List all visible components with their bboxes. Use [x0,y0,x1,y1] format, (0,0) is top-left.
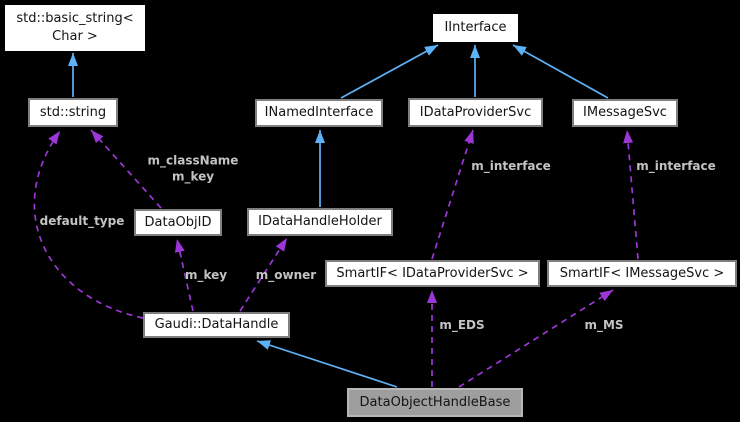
edge-label-gaudi-datahandle-to-idatahandleholder: m_owner [255,268,317,283]
edge-usage-gaudi-datahandle-to-idatahandleholder [239,237,288,312]
arrowhead-usage [174,239,185,253]
edge-usage-gaudi-datahandle-to-dataobjid [176,238,194,312]
edge-label-gaudi-datahandle-to-dataobjid: m_key [184,268,228,283]
arrowhead-inheritance [424,45,438,56]
edge-usage-smartif-imessagesvc-to-imessagesvc [626,129,639,260]
node-imessagesvc[interactable]: IMessageSvc [572,99,678,127]
edge-usage-dataobjecthandlebase-to-smartif-imessagesvc [458,289,614,388]
arrowhead-inheritance [470,45,480,58]
edge-label-dataobjecthandlebase-to-smartif-imessagesvc: m_MS [584,318,624,333]
arrowhead-usage [427,290,437,303]
edge-usage-smartif-idataprovidersvc-to-idataprovidersvc [431,129,474,260]
edge-inheritance-dataobjecthandlebase-to-gaudi-datahandle [256,340,398,388]
node-idataprovidersvc[interactable]: IDataProviderSvc [408,98,543,127]
arrowhead-usage [599,290,613,302]
arrowhead-usage [91,130,104,144]
node-smartif-imessagesvc[interactable]: SmartIF< IMessageSvc > [547,260,737,287]
node-gaudi-datahandle[interactable]: Gaudi::DataHandle [143,312,290,338]
node-inamedinterface[interactable]: INamedInterface [255,99,383,127]
arrowhead-inheritance [315,130,325,143]
edge-label-smartif-idataprovidersvc-to-idataprovidersvc: m_interface [471,159,551,174]
node-dataobjecthandlebase[interactable]: DataObjectHandleBase [347,388,523,417]
edge-label-dataobjid-to-std-string: m_className m_key [147,153,239,183]
edge-label-dataobjecthandlebase-to-smartif-idataprovidersvc: m_EDS [439,318,485,333]
node-std-string[interactable]: std::string [28,98,118,127]
node-idatahandleholder[interactable]: IDataHandleHolder [247,208,393,236]
edge-label-smartif-imessagesvc-to-imessagesvc: m_interface [636,159,716,174]
node-dataobjid[interactable]: DataObjID [134,209,222,236]
node-std-basic-string[interactable]: std::basic_string< Char > [5,5,145,51]
arrowhead-usage [464,130,474,144]
arrowhead-usage [48,131,60,145]
arrowhead-inheritance [513,45,527,56]
arrowhead-usage [275,238,287,252]
arrowhead-usage [623,130,634,144]
edge-label-gaudi-datahandle-to-std-string: default_type [39,214,125,229]
node-smartif-idataprovidersvc[interactable]: SmartIF< IDataProviderSvc > [325,260,540,287]
edge-usage-gaudi-datahandle-to-std-string [33,130,144,319]
arrowhead-inheritance [257,340,271,350]
edge-inheritance-inamedinterface-to-iinterface [340,44,439,99]
arrowhead-inheritance [68,53,78,66]
node-iinterface[interactable]: IInterface [433,14,518,42]
edge-inheritance-imessagesvc-to-iinterface [512,44,609,99]
